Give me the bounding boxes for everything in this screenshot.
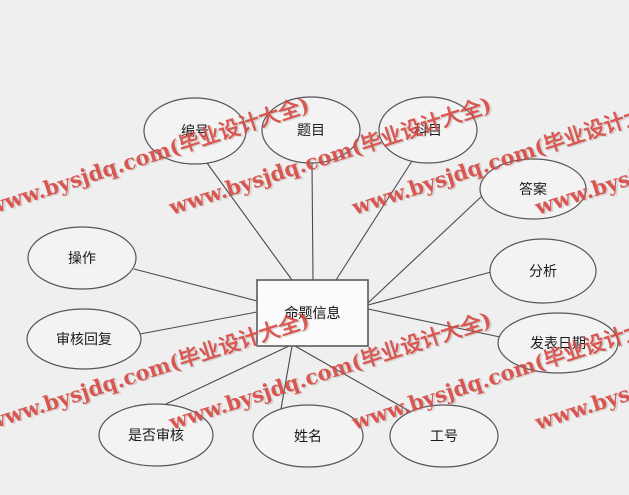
attribute-node-timu[interactable]: 题目 xyxy=(261,96,361,164)
attribute-label-daan: 答案 xyxy=(519,181,547,198)
entity-rectangle[interactable] xyxy=(256,279,369,347)
attribute-label-fenxi: 分析 xyxy=(529,264,557,280)
attribute-label-bianhao: 编号 xyxy=(181,124,209,140)
connector-line-gonghao xyxy=(294,345,412,413)
connector-line-bianhao xyxy=(206,162,293,281)
connector-line-timu xyxy=(311,162,314,281)
attribute-node-shenhehuifu[interactable]: 审核回复 xyxy=(26,308,142,370)
attribute-ellipse-caozuo[interactable] xyxy=(27,226,137,290)
attribute-label-xingming: 姓名 xyxy=(294,429,322,445)
attribute-node-gonghao[interactable]: 工号 xyxy=(389,404,499,468)
attribute-label-shenhehuifu: 审核回复 xyxy=(56,331,112,348)
connector-line-shifoushenhe xyxy=(165,345,290,405)
connector-line-fenxi xyxy=(367,271,492,306)
connector-layer xyxy=(133,160,501,413)
attribute-label-fabiao: 发表日期 xyxy=(530,336,586,352)
attribute-label-kemu: 科目 xyxy=(414,123,442,139)
attribute-node-xingming[interactable]: 姓名 xyxy=(252,404,364,468)
entity-label: 命题信息 xyxy=(285,305,341,322)
attribute-ellipse-kemu[interactable] xyxy=(378,96,478,164)
attribute-node-fenxi[interactable]: 分析 xyxy=(489,238,597,304)
attribute-label-gonghao: 工号 xyxy=(430,429,458,445)
entity-node[interactable]: 命题信息 xyxy=(256,279,369,347)
connector-line-xingming xyxy=(280,345,293,410)
connector-line-fabiao xyxy=(367,308,501,338)
attribute-ellipse-shenhehuifu[interactable] xyxy=(26,308,142,370)
connector-line-caozuo xyxy=(133,268,258,302)
attribute-ellipse-shifoushenhe[interactable] xyxy=(98,403,214,467)
attribute-label-shifoushenhe: 是否审核 xyxy=(128,428,184,444)
connector-line-daan xyxy=(367,195,483,304)
attribute-ellipse-fenxi[interactable] xyxy=(489,238,597,304)
attribute-node-kemu[interactable]: 科目 xyxy=(378,96,478,164)
attribute-ellipse-fabiao[interactable] xyxy=(497,312,619,374)
attribute-ellipse-bianhao[interactable] xyxy=(143,97,247,165)
attribute-ellipse-daan[interactable] xyxy=(479,158,587,220)
attribute-ellipse-gonghao[interactable] xyxy=(389,404,499,468)
attribute-node-shifoushenhe[interactable]: 是否审核 xyxy=(98,403,214,467)
attribute-node-fabiao[interactable]: 发表日期 xyxy=(497,312,619,374)
attribute-node-caozuo[interactable]: 操作 xyxy=(27,226,137,290)
attribute-label-caozuo: 操作 xyxy=(68,251,96,267)
attribute-node-daan[interactable]: 答案 xyxy=(479,158,587,220)
connector-line-kemu xyxy=(335,160,413,281)
attribute-ellipse-timu[interactable] xyxy=(261,96,361,164)
attribute-node-bianhao[interactable]: 编号 xyxy=(143,97,247,165)
connector-line-shenhehuifu xyxy=(139,311,258,335)
attribute-ellipse-xingming[interactable] xyxy=(252,404,364,468)
attribute-label-timu: 题目 xyxy=(297,123,325,139)
